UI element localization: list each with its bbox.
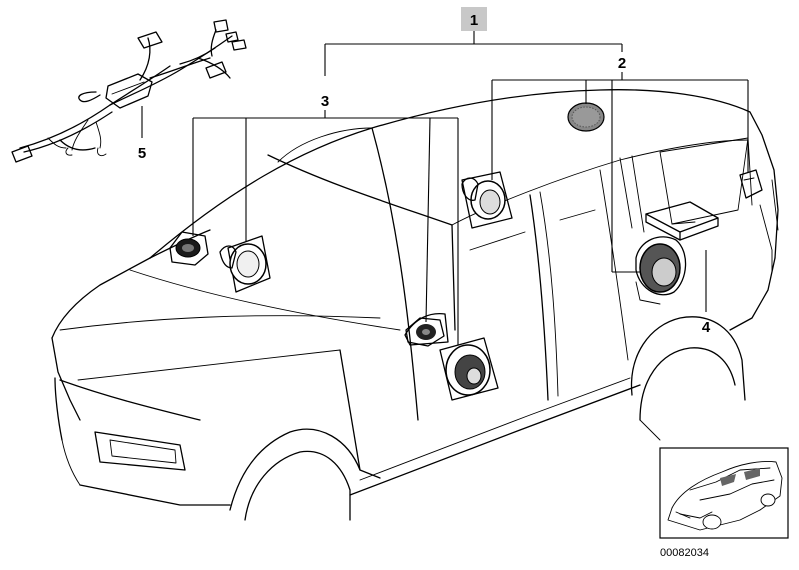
bracket-2 <box>491 72 749 273</box>
speaker-icon <box>635 236 687 305</box>
speaker-grille-icon <box>567 102 605 132</box>
callout-5: 5 <box>138 145 146 162</box>
callout-4: 4 <box>702 319 711 336</box>
thumbnail-car-icon <box>659 447 789 539</box>
wiring-harness-icon <box>11 19 247 163</box>
speaker-icon <box>219 235 271 293</box>
callout-1: 1 <box>470 12 478 29</box>
bracket-3 <box>192 110 459 345</box>
speaker-icon <box>169 231 209 266</box>
reference-number: 00082034 <box>660 547 709 559</box>
callout-2: 2 <box>618 55 626 72</box>
car-outline-icon <box>51 89 779 521</box>
speaker-icon <box>439 337 499 401</box>
tweeter-icon <box>405 317 445 347</box>
amplifier-icon <box>645 201 719 241</box>
tweeter-icon <box>739 169 763 199</box>
callout-box-1 <box>461 7 487 31</box>
bracket-1 <box>324 30 623 76</box>
callout-3: 3 <box>321 93 329 110</box>
speaker-icon <box>461 171 513 229</box>
